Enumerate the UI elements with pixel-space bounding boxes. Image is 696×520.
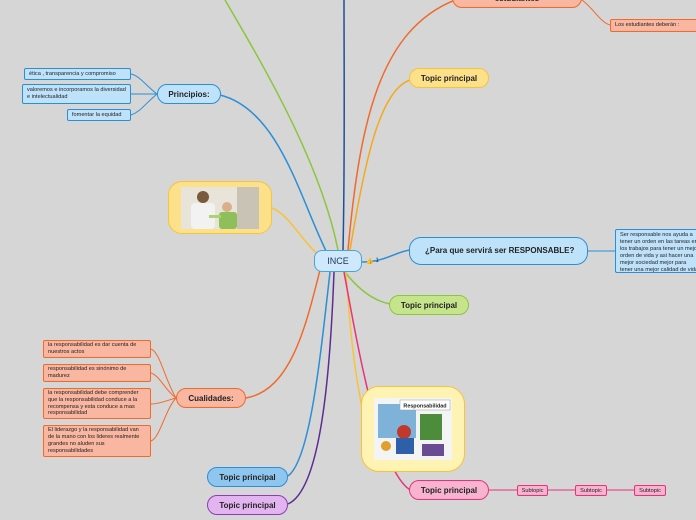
topic-principal-yellow-label: Topic principal <box>420 73 478 83</box>
topic-principal-green[interactable]: Topic principal <box>389 295 469 315</box>
topic-para-que-label: ¿Para que servirá ser RESPONSABLE? <box>425 246 575 256</box>
leaf-para-que[interactable]: Ser responsable nos ayuda a tener un ord… <box>615 229 696 273</box>
topic-estudiantes-label: estudiantes <box>495 0 539 3</box>
topic-principal-pink[interactable]: Topic principal <box>409 480 489 500</box>
link-top-navy <box>342 0 345 251</box>
topic-cualidades[interactable]: Cualidades: <box>176 388 246 408</box>
link-top-green <box>224 0 339 251</box>
cualidad-item-2-label: responsabilidad es sinónimo de madurez <box>48 366 127 379</box>
cualidad-item-3[interactable]: la responsabilidad debe comprender que l… <box>43 388 151 419</box>
link-principio-1 <box>130 73 158 95</box>
link-topic-purple <box>287 271 335 505</box>
principio-item-2[interactable]: valoremos e incorporamos la diversidad e… <box>22 84 131 104</box>
principio-item-1[interactable]: ética , transparencia y compromiso <box>24 68 131 80</box>
link-cualidad-2 <box>150 372 177 399</box>
cualidad-item-3-label: la responsabilidad debe comprender que l… <box>48 389 139 417</box>
link-cualidad-1 <box>150 348 177 399</box>
link-cualidad-4 <box>150 397 177 442</box>
image-node-family[interactable] <box>168 181 272 234</box>
subtopic-1[interactable]: Subtopic <box>517 485 548 496</box>
principio-item-3-label: fomentar la equidad <box>72 111 122 118</box>
link-topic-2 <box>344 271 391 305</box>
link-cualidades <box>245 269 321 399</box>
link-principio-3 <box>130 93 158 116</box>
image-node-responsabilidad[interactable]: Responsabilidad <box>361 386 465 472</box>
topic-principal-purple-label: Topic principal <box>219 500 276 510</box>
leaf-para-que-label: Ser responsable nos ayuda a tener un ord… <box>620 232 696 273</box>
topic-estudiantes[interactable]: estudiantes <box>452 0 582 8</box>
leaf-estudiantes-label: Los estudiantes deberán : <box>615 22 680 28</box>
subtopic-3-label: Subtopic <box>639 487 661 494</box>
link-image-1 <box>271 207 323 259</box>
topic-principal-blue[interactable]: Topic principal <box>207 467 288 487</box>
image-caption: Responsabilidad <box>403 404 446 410</box>
link-estudiantes <box>347 0 456 251</box>
subtopic-1-label: Subtopic <box>521 487 544 494</box>
cualidad-item-1-label: la responsabilidad es dar cuenta de nues… <box>48 342 137 355</box>
link-topic-blue <box>287 271 331 477</box>
principio-item-3[interactable]: fomentar la equidad <box>67 109 131 121</box>
central-topic[interactable]: INCE <box>314 250 362 272</box>
topic-principal-blue-label: Topic principal <box>219 472 276 482</box>
family-photo-image <box>181 186 259 229</box>
subtopic-2[interactable]: Subtopic <box>575 485 607 496</box>
central-topic-label: INCE <box>327 256 349 266</box>
cualidad-item-2[interactable]: responsabilidad es sinónimo de madurez <box>43 364 151 382</box>
responsabilidad-illustration-image: Responsabilidad <box>374 398 452 460</box>
collapse-badge[interactable]: 👍 1 <box>366 255 384 267</box>
link-estudiantes-leaf <box>581 0 611 26</box>
topic-principios[interactable]: Principios: <box>157 84 221 104</box>
principio-item-1-label: ética , transparencia y compromiso <box>29 70 116 77</box>
topic-cualidades-label: Cualidades: <box>188 393 234 403</box>
cualidad-item-1[interactable]: la responsabilidad es dar cuenta de nues… <box>43 340 151 358</box>
subtopic-2-label: Subtopic <box>580 487 602 494</box>
principio-item-2-label: valoremos e incorporamos la diversidad e… <box>27 87 126 100</box>
topic-principal-yellow[interactable]: Topic principal <box>409 68 489 88</box>
topic-para-que[interactable]: ¿Para que servirá ser RESPONSABLE? <box>409 237 588 265</box>
link-cualidad-3 <box>150 397 177 405</box>
link-topic-1 <box>349 79 411 251</box>
cualidad-item-4-label: El liderazgo y la responsabilidad van de… <box>48 427 140 454</box>
thumb-icon: 👍 <box>366 258 374 265</box>
link-para-que <box>361 249 411 263</box>
topic-principios-label: Principios: <box>168 89 210 99</box>
topic-principal-purple[interactable]: Topic principal <box>207 495 288 515</box>
link-principios <box>219 94 329 256</box>
leaf-estudiantes[interactable]: Los estudiantes deberán : <box>610 19 696 32</box>
badge-count: 1 <box>375 258 379 264</box>
subtopic-3[interactable]: Subtopic <box>634 485 666 496</box>
topic-principal-pink-label: Topic principal <box>420 485 478 495</box>
cualidad-item-4[interactable]: El liderazgo y la responsabilidad van de… <box>43 425 151 457</box>
topic-principal-green-label: Topic principal <box>400 300 458 310</box>
